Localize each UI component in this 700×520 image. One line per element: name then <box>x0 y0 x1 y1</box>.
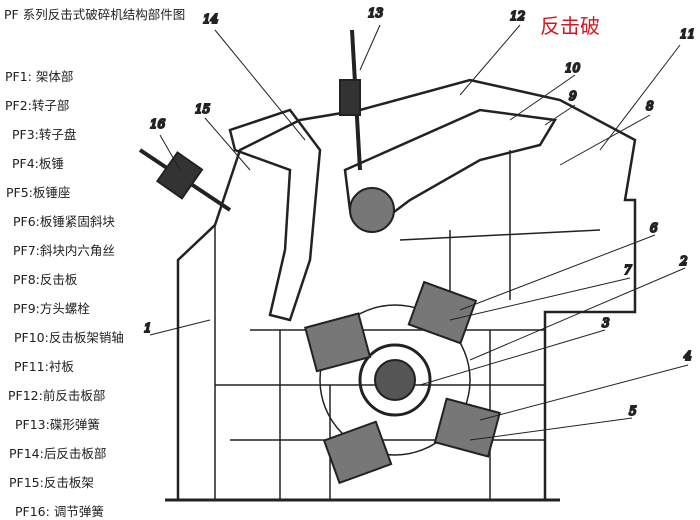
callout-16: 16 <box>150 117 166 131</box>
rear-impact-rack <box>228 108 322 322</box>
callout-3: 3 <box>602 316 610 330</box>
callout-15: 15 <box>195 102 210 116</box>
rotor <box>304 280 501 485</box>
legend-item: PF14:后反击板部 <box>9 446 107 461</box>
callout-2: 2 <box>679 254 688 268</box>
legend-item: PF4:板锤 <box>12 156 64 171</box>
legend-item: PF6:板锤紧固斜块 <box>13 214 115 229</box>
diagram-title: PF 系列反击式破碎机结构部件图 <box>4 7 186 22</box>
leader-lines <box>149 24 689 441</box>
adjusting-spring <box>155 151 204 200</box>
legend-item: PF12:前反击板部 <box>8 388 106 403</box>
rack-pin <box>349 187 395 233</box>
callout-8: 8 <box>646 99 654 113</box>
callout-9: 9 <box>569 89 577 103</box>
callout-10: 10 <box>565 61 581 75</box>
callout-labels: 1 2 3 4 5 6 7 8 9 10 11 12 13 14 15 16 <box>143 5 696 419</box>
callout-14: 14 <box>203 12 218 26</box>
legend-item: PF5:板锤座 <box>6 185 71 200</box>
legend-item: PF11:衬板 <box>14 359 74 374</box>
legend-item: PF7:斜块内六角丝 <box>13 243 115 258</box>
callout-13: 13 <box>368 6 384 20</box>
legend-item: PF15:反击板架 <box>9 475 94 490</box>
legend-item: PF2:转子部 <box>5 98 70 113</box>
callout-1: 1 <box>144 321 152 335</box>
callout-11: 11 <box>680 27 695 41</box>
legend-item: PF1: 架体部 <box>5 69 74 84</box>
legend-item: PF8:反击板 <box>13 272 78 287</box>
callout-5: 5 <box>629 404 637 418</box>
housing-outline <box>176 78 637 502</box>
callout-4: 4 <box>683 349 692 363</box>
disc-spring <box>339 79 361 116</box>
legend-item: PF13:碟形弹簧 <box>15 417 100 432</box>
callout-7: 7 <box>624 263 632 277</box>
callout-12: 12 <box>510 9 525 23</box>
legend-item: PF3:转子盘 <box>12 127 77 142</box>
legend-item: PF16: 调节弹簧 <box>15 504 104 519</box>
legend-item: PF10:反击板架销轴 <box>14 330 124 345</box>
callout-6: 6 <box>650 221 658 235</box>
brand-label: 反击破 <box>540 14 600 38</box>
legend-item: PF9:方头螺栓 <box>13 301 90 316</box>
